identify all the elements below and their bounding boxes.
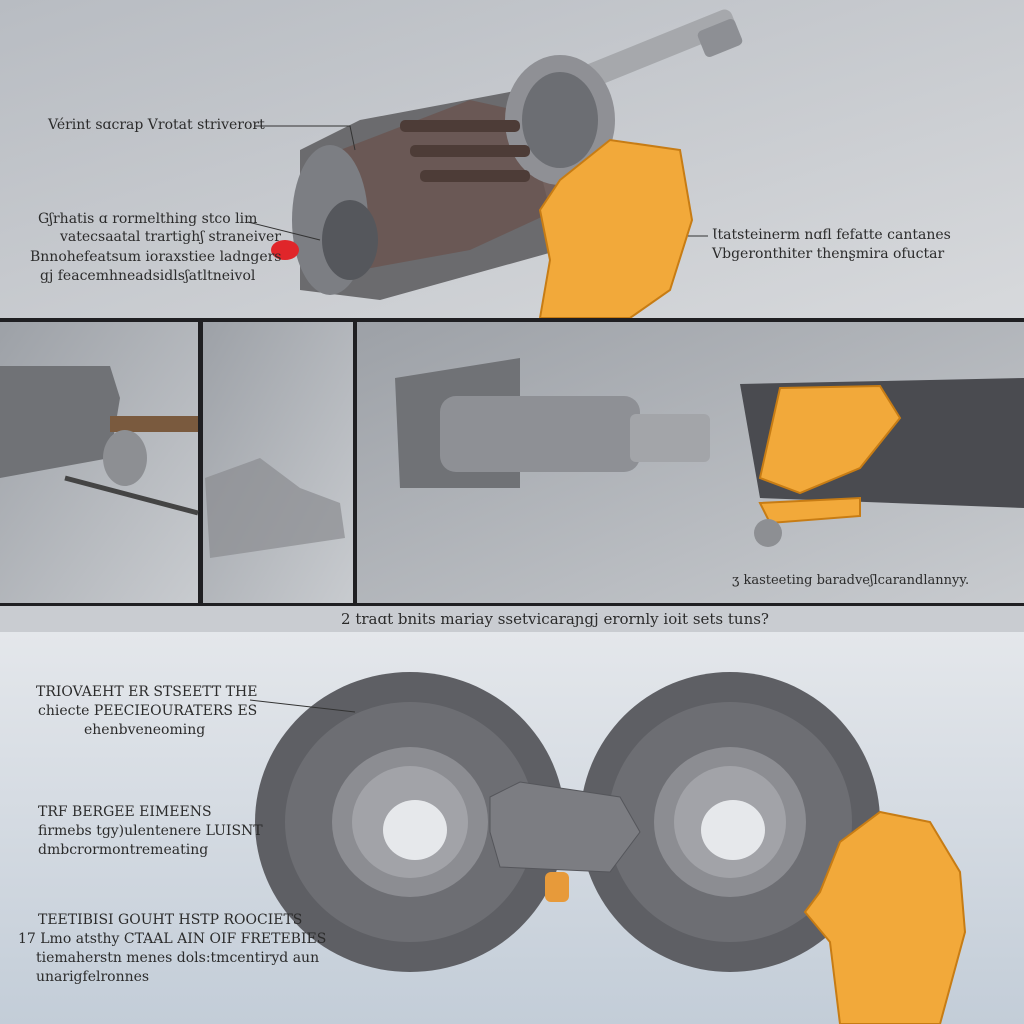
label-left-line-4: gj feacemhneadsidlsʃatltneivol xyxy=(40,268,256,284)
label-left-line-2: vatecsaatal trartighʃ straneiver xyxy=(60,229,281,245)
gloved-hand xyxy=(803,810,967,1024)
label-g1-line-2: chiecte PEECIEOURATERS ES xyxy=(38,703,258,719)
piston-rod xyxy=(564,9,743,95)
brake-line xyxy=(110,416,198,432)
label-g2-line-1: TRF BERGEE EIMEENS xyxy=(38,804,212,820)
bottom-panel: TRIOVAEHT ER STSEETT THE chiecte PEECIEO… xyxy=(0,632,1024,1024)
frame-2 xyxy=(203,322,353,603)
bottom-illustration xyxy=(0,632,1024,1024)
caliper-side xyxy=(0,366,120,478)
caliper-bracket xyxy=(489,781,641,873)
label-g3-line-3: tiemaherstn menes dols:tmcentiryd aun xyxy=(36,950,320,966)
label-right-line-1: Ɩtatsteinerm nɑfl fefatte cantanes xyxy=(712,227,951,243)
fitting xyxy=(103,430,147,486)
leader-line xyxy=(247,221,321,241)
label-g3-line-4: unarigfelronnes xyxy=(36,969,150,985)
top-panel: Vérint sɑcrap Vrotat striverort Gʃrhatis… xyxy=(0,0,1024,318)
top-illustration xyxy=(0,0,1024,318)
brake-caliper xyxy=(292,55,615,300)
label-left-line-1: Gʃrhatis ɑ rormelthing stco lim xyxy=(38,211,258,227)
brake-rotor-left xyxy=(255,672,565,972)
label-g1-line-1: TRIOVAEHT ER STSEETT THE xyxy=(36,684,258,700)
piston-end xyxy=(630,414,710,462)
gloved-hand xyxy=(758,384,902,495)
label-g2-line-2: firmebs tgy)ulentenere LUISNT xyxy=(38,823,263,839)
label-g3-line-1: TEETIBISI GOUHT HSTP ROOCIETS xyxy=(38,912,303,928)
bleeder-screw xyxy=(754,519,782,547)
gloved-hand xyxy=(538,138,694,318)
section-caption: 2 traɑt bnits mariay ssetvicaraɲgj erorn… xyxy=(341,610,769,628)
label-g2-line-3: dmbcrormontremeating xyxy=(38,842,209,858)
bleeder-valve-marker xyxy=(271,240,299,260)
glove-fingers xyxy=(758,496,861,525)
leader-line xyxy=(249,699,356,713)
middle-illustration xyxy=(0,322,1024,603)
label-g3-line-2: 17 Lmo atsthy CTAAL AIN OIF FRETEBIES xyxy=(18,931,327,947)
brake-rotor-right xyxy=(580,672,880,972)
caption-bottom-right: ʒ kasteeting baradveʃlcarandlannyy. xyxy=(732,573,970,588)
label-left-line-3: Bnnohefeatsum ioraxstiee ladngers xyxy=(30,249,282,265)
leader-line xyxy=(255,125,356,151)
middle-panel: ʒ kasteeting baradveʃlcarandlannyy. xyxy=(0,318,1024,606)
piston-cylinder xyxy=(440,396,640,472)
label-top-left: Vérint sɑcrap Vrotat striverort xyxy=(48,117,265,133)
guide-pin xyxy=(545,872,569,902)
label-g1-line-3: ehenbveneoming xyxy=(84,722,206,738)
label-right-line-2: Vbgeronthiter thenʂmira ofuctar xyxy=(712,246,945,262)
wrench xyxy=(64,475,199,516)
hand-sketch xyxy=(205,458,345,558)
